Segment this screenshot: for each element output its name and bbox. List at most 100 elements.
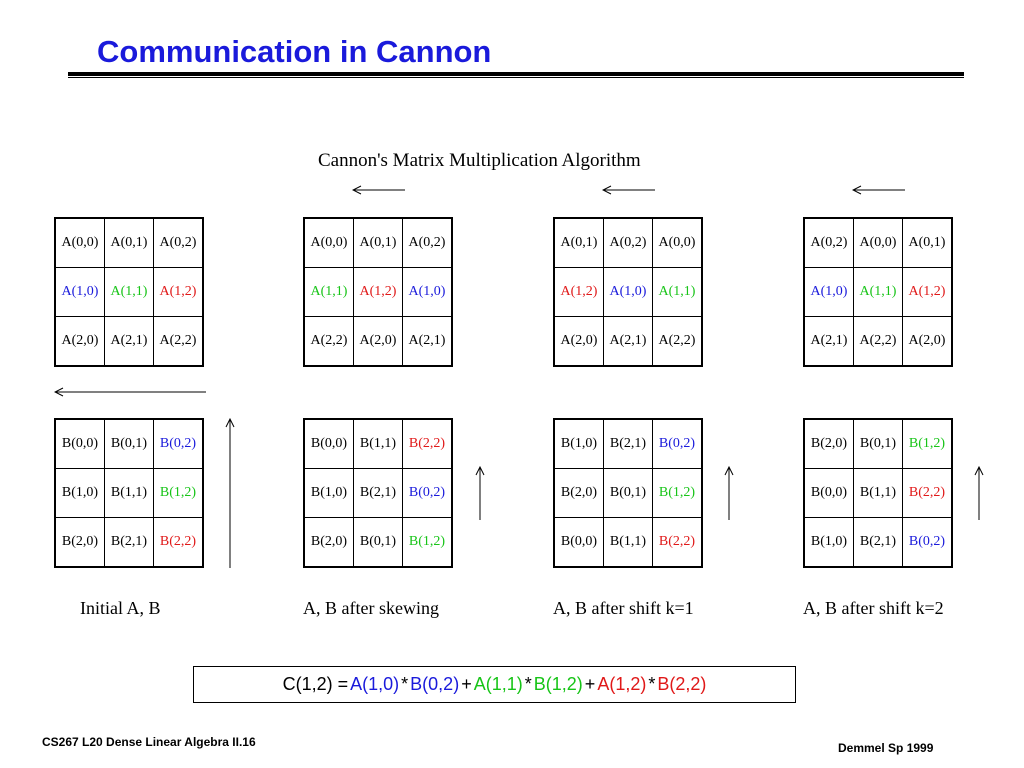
matrix-b-cell: B(2,2) bbox=[902, 468, 953, 518]
title-rule-thin bbox=[68, 77, 964, 78]
matrix-b-cell: B(1,2) bbox=[153, 468, 204, 518]
matrix-b-cell: B(1,0) bbox=[54, 468, 105, 518]
slide-title: Communication in Cannon bbox=[97, 34, 492, 69]
matrix-a-cell: A(0,1) bbox=[902, 217, 953, 268]
matrix-b-cell: B(2,0) bbox=[303, 517, 354, 568]
panel-caption: A, B after shift k=1 bbox=[553, 598, 694, 618]
matrix-a-cell: A(2,2) bbox=[853, 316, 903, 367]
matrix-a-cell: A(0,0) bbox=[54, 217, 105, 268]
matrix-a-cell: A(0,2) bbox=[153, 217, 204, 268]
matrix-b-cell: B(2,0) bbox=[54, 517, 105, 568]
matrix-b: B(0,0)B(0,1)B(0,2)B(1,0)B(1,1)B(1,2)B(2,… bbox=[54, 418, 204, 568]
matrix-b-cell: B(0,1) bbox=[104, 418, 154, 469]
formula-term: C(1,2) = bbox=[282, 674, 349, 694]
matrix-b-cell: B(1,1) bbox=[104, 468, 154, 518]
matrix-a-cell: A(1,1) bbox=[652, 267, 703, 317]
matrix-a-cell: A(1,1) bbox=[853, 267, 903, 317]
matrix-a-cell: A(0,1) bbox=[553, 217, 604, 268]
matrix-b-cell: B(0,0) bbox=[54, 418, 105, 469]
formula-term: A(1,0) bbox=[350, 674, 400, 694]
matrix-a-cell: A(2,1) bbox=[402, 316, 453, 367]
matrix-a-cell: A(2,0) bbox=[353, 316, 403, 367]
matrix-a: A(0,0)A(0,1)A(0,2)A(1,0)A(1,1)A(1,2)A(2,… bbox=[54, 217, 204, 367]
matrix-b-cell: B(1,1) bbox=[353, 418, 403, 469]
matrix-b-cell: B(0,0) bbox=[803, 468, 854, 518]
panel-caption: Initial A, B bbox=[80, 598, 161, 618]
matrix-a-cell: A(2,2) bbox=[652, 316, 703, 367]
matrix-b-cell: B(0,2) bbox=[153, 418, 204, 469]
matrix-b-cell: B(2,1) bbox=[853, 517, 903, 568]
formula-term: * bbox=[524, 674, 532, 694]
footer-author-label: Demmel Sp 1999 bbox=[838, 741, 934, 755]
matrix-a: A(0,1)A(0,2)A(0,0)A(1,2)A(1,0)A(1,1)A(2,… bbox=[553, 217, 703, 367]
formula-term: A(1,2) bbox=[597, 674, 647, 694]
formula-box: C(1,2) =A(1,0)*B(0,2)+A(1,1)*B(1,2)+A(1,… bbox=[193, 666, 796, 703]
panel-caption: A, B after shift k=2 bbox=[803, 598, 944, 618]
formula-term: B(0,2) bbox=[410, 674, 460, 694]
matrix-b-cell: B(2,1) bbox=[353, 468, 403, 518]
up-shift-arrow bbox=[974, 466, 984, 520]
matrix-b-cell: B(2,2) bbox=[402, 418, 453, 469]
matrix-b-cell: B(0,0) bbox=[553, 517, 604, 568]
matrix-b: B(0,0)B(1,1)B(2,2) B(1,0)B(2,1)B(0,2) B(2,… bbox=[303, 418, 453, 568]
matrix-a: A(0,0)A(0,1)A(0,2)A(1,1)A(1,2)A(1,0)A(2,… bbox=[303, 217, 453, 367]
matrix-a-cell: A(1,0) bbox=[803, 267, 854, 317]
matrix-a-cell: A(2,1) bbox=[104, 316, 154, 367]
matrix-b-cell: B(1,2) bbox=[652, 468, 703, 518]
formula-term: A(1,1) bbox=[473, 674, 523, 694]
matrix-a-cell: A(0,0) bbox=[303, 217, 354, 268]
matrix-b: B(2,0)B(0,1)B(1,2)B(0,0)B(1,1)B(2,2)B(1,… bbox=[803, 418, 953, 568]
matrix-a-cell: A(1,0) bbox=[54, 267, 105, 317]
matrix-a-cell: A(0,0) bbox=[652, 217, 703, 268]
matrix-b-cell: B(1,0) bbox=[303, 468, 354, 518]
left-shift-arrow bbox=[54, 387, 206, 397]
left-shift-arrow bbox=[352, 185, 405, 195]
matrix-a-cell: A(1,1) bbox=[104, 267, 154, 317]
formula-term: + bbox=[584, 674, 596, 694]
footer-course-label: CS267 L20 Dense Linear Algebra II.16 bbox=[42, 735, 256, 749]
up-shift-arrow bbox=[724, 466, 734, 520]
formula-term: B(2,2) bbox=[657, 674, 707, 694]
figure-title: Cannon's Matrix Multiplication Algorithm bbox=[318, 150, 641, 171]
matrix-a-cell: A(2,0) bbox=[902, 316, 953, 367]
formula-term: * bbox=[648, 674, 656, 694]
matrix-b-cell: B(1,2) bbox=[402, 517, 453, 568]
left-shift-arrow bbox=[602, 185, 655, 195]
formula-term: + bbox=[461, 674, 472, 694]
title-rule bbox=[68, 72, 964, 76]
matrix-a: A(0,2)A(0,0)A(0,1)A(1,0)A(1,1)A(1,2)A(2,… bbox=[803, 217, 953, 367]
matrix-a-cell: A(2,0) bbox=[553, 316, 604, 367]
matrix-a-cell: A(1,1) bbox=[303, 267, 354, 317]
matrix-a-cell: A(2,0) bbox=[54, 316, 105, 367]
formula-term: B(1,2) bbox=[533, 674, 583, 694]
matrix-b-cell: B(2,2) bbox=[652, 517, 703, 568]
matrix-a-cell: A(2,2) bbox=[153, 316, 204, 367]
up-shift-arrow bbox=[475, 466, 485, 520]
matrix-a-cell: A(1,2) bbox=[153, 267, 204, 317]
matrix-a-cell: A(1,2) bbox=[553, 267, 604, 317]
matrix-a-cell: A(1,2) bbox=[902, 267, 953, 317]
matrix-b-cell: B(2,1) bbox=[603, 418, 653, 469]
matrix-a-cell: A(1,0) bbox=[402, 267, 453, 317]
matrix-b-cell: B(0,1) bbox=[853, 418, 903, 469]
matrix-a-cell: A(0,2) bbox=[402, 217, 453, 268]
matrix-b-cell: B(2,2) bbox=[153, 517, 204, 568]
matrix-b-cell: B(0,2) bbox=[402, 468, 453, 518]
matrix-a-cell: A(2,1) bbox=[603, 316, 653, 367]
matrix-b-cell: B(0,2) bbox=[652, 418, 703, 469]
matrix-a-cell: A(0,1) bbox=[104, 217, 154, 268]
matrix-b-cell: B(1,0) bbox=[553, 418, 604, 469]
matrix-b-cell: B(0,0) bbox=[303, 418, 354, 469]
matrix-a-cell: A(2,2) bbox=[303, 316, 354, 367]
matrix-a-cell: A(0,0) bbox=[853, 217, 903, 268]
up-shift-arrow bbox=[225, 418, 235, 568]
matrix-a-cell: A(0,2) bbox=[603, 217, 653, 268]
matrix-b: B(1,0)B(2,1)B(0,2)B(2,0)B(0,1)B(1,2)B(0,… bbox=[553, 418, 703, 568]
matrix-a-cell: A(0,1) bbox=[353, 217, 403, 268]
matrix-a-cell: A(0,2) bbox=[803, 217, 854, 268]
panel-caption: A, B after skewing bbox=[303, 598, 439, 618]
matrix-b-cell: B(1,1) bbox=[603, 517, 653, 568]
matrix-a-cell: A(2,1) bbox=[803, 316, 854, 367]
left-shift-arrow bbox=[852, 185, 905, 195]
matrix-b-cell: B(2,0) bbox=[803, 418, 854, 469]
